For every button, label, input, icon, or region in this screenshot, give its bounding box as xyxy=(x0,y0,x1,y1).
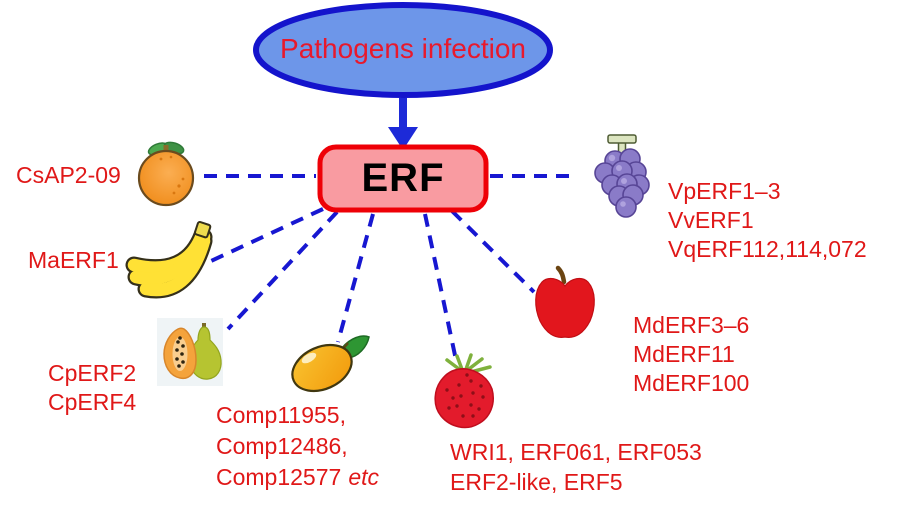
pathogens-ellipse xyxy=(253,2,553,98)
connector-banana xyxy=(210,207,324,263)
gene-label: Comp12577 xyxy=(216,464,342,490)
banana-gene-labels: MaERF1 xyxy=(28,246,119,275)
gene-label: MdERF11 xyxy=(633,341,735,367)
gene-label: Comp11955, xyxy=(216,402,346,428)
gene-label: Comp12486, xyxy=(216,433,348,459)
gene-label: CpERF4 xyxy=(48,389,137,415)
strawberry-icon xyxy=(434,353,494,429)
connector-papaya xyxy=(226,210,339,331)
pathogens-infection-label: Pathogens infection xyxy=(280,33,526,64)
grape-icon xyxy=(594,134,650,218)
erf-hub-box xyxy=(317,144,489,213)
mango-icon xyxy=(291,335,370,393)
connector-mango xyxy=(336,213,375,343)
orange-icon xyxy=(137,141,195,207)
connector-strawberry xyxy=(423,213,458,361)
gene-label: VvERF1 xyxy=(668,207,754,233)
banana-icon xyxy=(125,221,213,299)
gene-label: MdERF3–6 xyxy=(633,312,750,338)
gene-label: WRI1, ERF061, ERF053 xyxy=(450,439,702,465)
papaya-icon xyxy=(157,318,223,386)
gene-label: ERF2-like, ERF5 xyxy=(450,469,623,495)
strawberry-gene-labels: WRI1, ERF061, ERF053 ERF2-like, ERF5 xyxy=(450,437,702,497)
gene-label: CpERF2 xyxy=(48,360,137,386)
gene-label: VqERF112,114,072 xyxy=(668,236,867,262)
gene-label: MdERF100 xyxy=(633,370,750,396)
apple-icon xyxy=(535,265,595,338)
gene-label: CsAP2-09 xyxy=(16,162,121,188)
papaya-gene-labels: CpERF2 CpERF4 xyxy=(48,359,136,417)
connector-apple xyxy=(450,209,536,294)
orange-gene-labels: CsAP2-09 xyxy=(16,161,121,190)
etc-suffix: etc xyxy=(348,464,379,490)
grape-gene-labels: VpERF1–3 VvERF1 VqERF112,114,072 xyxy=(668,177,867,264)
gene-label: VpERF1–3 xyxy=(668,178,781,204)
gene-label: MaERF1 xyxy=(28,247,119,273)
erf-hub-label: ERF xyxy=(361,156,445,200)
down-arrow-icon xyxy=(388,98,418,150)
apple-gene-labels: MdERF3–6 MdERF11 MdERF100 xyxy=(633,311,749,398)
connector-lines xyxy=(204,174,576,361)
